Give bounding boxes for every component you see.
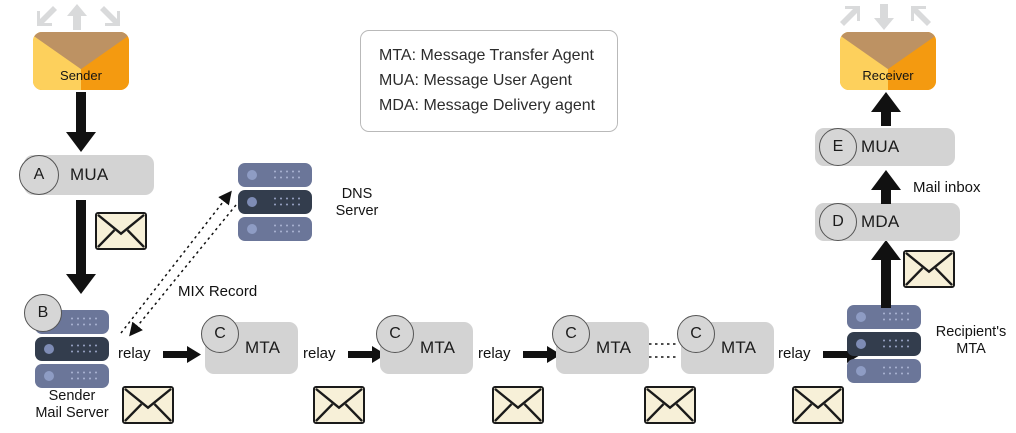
dns-server-caption: DNS Server: [322, 186, 392, 220]
badge-b-letter: B: [37, 304, 49, 321]
envelope-icon-chain-4: [644, 386, 696, 424]
arrow-recipientmta-to-mda: [871, 240, 901, 308]
dns-server-rack: [238, 163, 312, 244]
relay-label-4: relay: [778, 345, 811, 362]
envelope-icon-chain-1: [122, 386, 174, 424]
recipient-mta-caption-line1: Recipient's: [935, 324, 1007, 340]
mta-label-1: MTA: [245, 338, 281, 357]
badge-d-letter: D: [832, 213, 844, 230]
receiver-incoming-arrows-icon: [840, 4, 931, 30]
legend-line-2: MUA: Message User Agent: [379, 72, 572, 89]
dns-rack-unit-middle: [238, 190, 312, 214]
badge-e-letter: E: [832, 138, 844, 155]
legend-box: MTA: Message Transfer Agent MUA: Message…: [360, 30, 618, 132]
mail-inbox-label: Mail inbox: [913, 179, 981, 196]
badge-c-4: C: [677, 315, 715, 353]
badge-d: D: [819, 203, 857, 241]
badge-c-1: C: [201, 315, 239, 353]
receiver-envelope-caption: Receiver: [862, 68, 914, 83]
recipient-rack-unit-top: [847, 305, 921, 329]
legend-line-1: MTA: Message Transfer Agent: [379, 47, 594, 64]
recipient-mda-label: MDA: [861, 212, 900, 231]
mta-label-2: MTA: [420, 338, 456, 357]
relay-label-1: relay: [118, 345, 151, 362]
legend-line-3: MDA: Message Delivery agent: [379, 97, 596, 114]
sender-mail-server-caption: Sender Mail Server: [12, 388, 132, 422]
arrow-mda-to-mua: [871, 170, 901, 204]
recipient-rack-unit-bottom: [847, 359, 921, 383]
recipient-mua-label: MUA: [861, 137, 900, 156]
recipient-mta-caption: Recipient's MTA: [925, 324, 1016, 358]
badge-c-1-letter: C: [214, 325, 226, 342]
badge-a-letter: A: [33, 166, 45, 183]
envelope-icon-recipient-mta: [903, 250, 955, 288]
sender-mua-label: MUA: [70, 165, 109, 184]
arrow-mua-to-receiver: [871, 92, 901, 126]
sender-envelope-icon: Sender: [33, 32, 129, 90]
envelope-icon-sender-mua: [95, 212, 147, 250]
arrow-relay-2: [348, 346, 386, 363]
arrow-mua-to-mailserver: [66, 200, 96, 294]
sender-outgoing-arrows-icon: [37, 4, 120, 30]
sender-mail-server-caption-line1: Sender: [48, 388, 96, 404]
relay-label-3: relay: [478, 345, 511, 362]
relay-label-2: relay: [303, 345, 336, 362]
badge-c-3: C: [552, 315, 590, 353]
mta-label-3: MTA: [596, 338, 632, 357]
mta-chain-ellipsis: [649, 343, 679, 358]
badge-a: A: [19, 155, 59, 195]
dns-rack-unit-bottom: [238, 217, 312, 241]
badge-e: E: [819, 128, 857, 166]
arrow-relay-3: [523, 346, 561, 363]
arrow-sender-to-mua: [66, 92, 96, 152]
dns-rack-unit-top: [238, 163, 312, 187]
sender-mail-server-caption-line2: Mail Server: [35, 405, 109, 421]
envelope-icon-chain-3: [492, 386, 544, 424]
mix-record-label: MIX Record: [178, 283, 258, 300]
dns-query-response-lines: [120, 190, 237, 337]
recipient-mta-caption-line2: MTA: [956, 341, 986, 357]
rack-unit-bottom: [35, 364, 109, 388]
mta-label-4: MTA: [721, 338, 757, 357]
dns-caption-line2: Server: [335, 203, 379, 219]
envelope-icon-chain-2: [313, 386, 365, 424]
envelope-icon-chain-5: [792, 386, 844, 424]
arrow-relay-1: [163, 346, 201, 363]
badge-b: B: [24, 294, 62, 332]
recipient-mta-rack: [847, 305, 921, 386]
receiver-envelope-icon: Receiver: [840, 32, 936, 90]
rack-unit-middle: [35, 337, 109, 361]
badge-c-2-letter: C: [389, 325, 401, 342]
dns-caption-line1: DNS: [341, 186, 373, 202]
badge-c-2: C: [376, 315, 414, 353]
badge-c-3-letter: C: [565, 325, 577, 342]
recipient-rack-unit-middle: [847, 332, 921, 356]
badge-c-4-letter: C: [690, 325, 702, 342]
sender-envelope-caption: Sender: [60, 68, 102, 83]
